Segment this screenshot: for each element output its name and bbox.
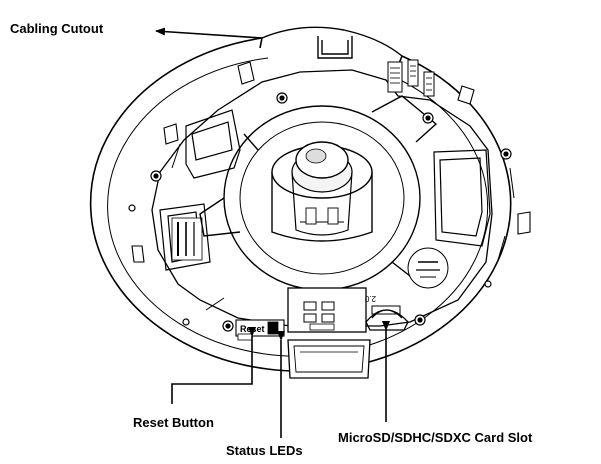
callout-status-leds: Status LEDs <box>226 443 303 458</box>
left-label-sticker <box>171 217 203 261</box>
callout-card-slot: MicroSD/SDHC/SDXC Card Slot <box>338 430 533 445</box>
status-led-cluster <box>267 321 279 335</box>
terminal-strips <box>387 59 435 97</box>
right-connector-block <box>433 149 491 247</box>
inner-plate <box>151 69 493 327</box>
bottom-tab <box>287 339 371 379</box>
cabling-cutout <box>261 26 403 59</box>
screw-holes <box>128 92 512 332</box>
rim-clips <box>131 61 531 263</box>
cabling-cutout-leader <box>155 27 263 39</box>
lens-bracket <box>199 95 438 319</box>
callout-cabling-cutout: Cabling Cutout <box>10 21 104 36</box>
card-slot <box>365 305 409 331</box>
version-silkscreen: 2.0 <box>364 294 376 303</box>
round-label-sticker <box>407 247 449 289</box>
callout-reset-button: Reset Button <box>133 415 214 430</box>
lens-assembly <box>271 141 373 242</box>
callout-leaders <box>155 27 390 438</box>
control-module <box>287 287 367 333</box>
housing-outer-ring <box>89 37 512 372</box>
reset-button-leader <box>171 327 256 404</box>
reset-silkscreen: Reset <box>240 324 265 334</box>
side-ribs <box>171 143 515 311</box>
